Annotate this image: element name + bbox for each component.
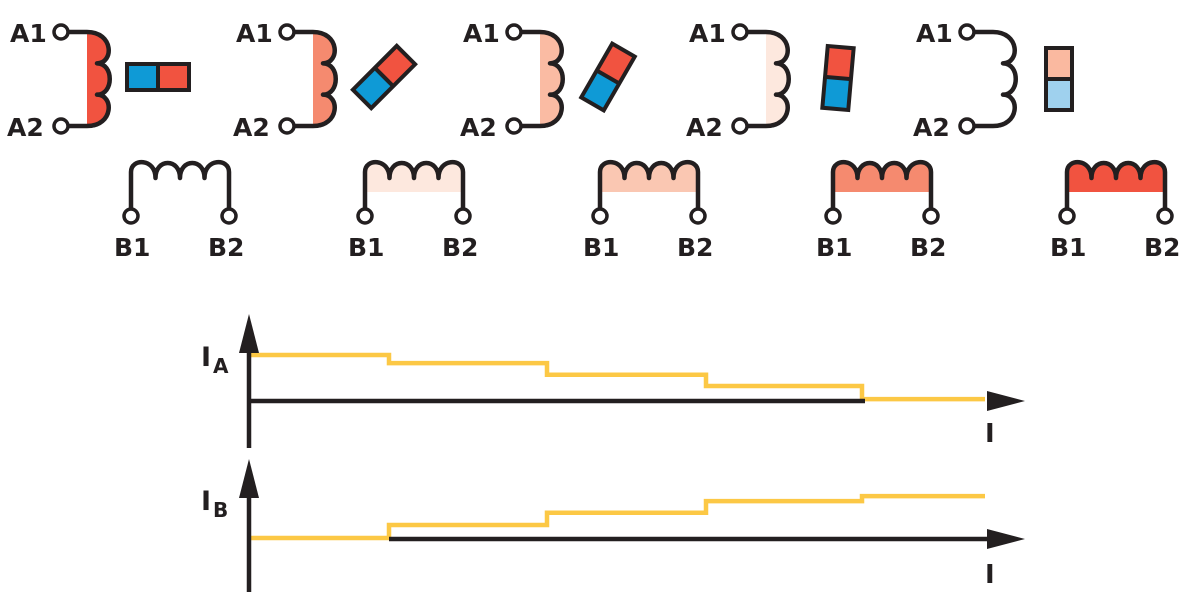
rotor-divider: [373, 66, 395, 88]
terminal-a1: [958, 23, 976, 41]
coil-a-current-fill: [87, 32, 110, 126]
ia-current-trace: [249, 352, 985, 402]
label-b1: B1: [348, 233, 384, 262]
rotor-magnet: [578, 40, 638, 114]
coil-b-current-fill: [1067, 162, 1165, 192]
terminal-b1: [591, 207, 609, 225]
coil-b-winding: [830, 160, 934, 215]
terminal-b2: [220, 207, 238, 225]
terminal-a2: [731, 117, 749, 135]
label-b2: B2: [910, 233, 946, 262]
ib-current-trace: [249, 493, 985, 541]
label-b2: B2: [1144, 233, 1180, 262]
ia-chart: I A I: [201, 314, 1025, 449]
label-a2: A2: [233, 113, 270, 142]
terminal-b2: [922, 207, 940, 225]
coil-a-winding: [970, 29, 1018, 129]
ib-x-axis-label: I: [985, 560, 995, 590]
terminal-a2: [278, 117, 296, 135]
ib-chart: I B I: [201, 459, 1025, 592]
coil-a-current-fill: [313, 32, 336, 126]
terminal-a2: [505, 117, 523, 135]
coil-a-winding: [517, 29, 565, 129]
label-a1: A1: [916, 19, 953, 48]
terminal-a1: [505, 23, 523, 41]
terminal-b1: [356, 207, 374, 225]
label-a2: A2: [7, 113, 44, 142]
ib-axis-label: I: [201, 486, 211, 517]
label-b2: B2: [208, 233, 244, 262]
coil-a-current-fill: [766, 32, 789, 126]
coil-a-winding: [743, 29, 791, 129]
rotor-magnet: [350, 43, 418, 111]
label-a1: A1: [236, 19, 273, 48]
rotor-magnet: [1044, 46, 1074, 112]
terminal-a2: [958, 117, 976, 135]
rotor-outline: [820, 43, 856, 113]
terminal-b2: [689, 207, 707, 225]
ia-x-axis-label: I: [985, 419, 995, 449]
label-b1: B1: [583, 233, 619, 262]
label-a2: A2: [686, 113, 723, 142]
ia-axis-label-subscript: A: [213, 354, 229, 378]
ia-x-axis-arrowhead: [987, 391, 1025, 411]
rotor-south-pole: [127, 64, 158, 90]
terminal-a1: [52, 23, 70, 41]
coil-b-winding: [1064, 160, 1168, 215]
coil-b-winding: [597, 160, 701, 215]
rotor-south-pole: [822, 76, 851, 111]
label-b1: B1: [114, 233, 150, 262]
ib-y-axis-arrowhead: [239, 459, 259, 498]
rotor-divider: [824, 74, 852, 82]
terminal-b2: [454, 207, 472, 225]
label-b2: B2: [677, 233, 713, 262]
coil-b-current-fill: [833, 162, 931, 192]
terminal-b1: [824, 207, 842, 225]
label-a1: A1: [689, 19, 726, 48]
coil-b-current-fill: [600, 162, 698, 192]
label-b2: B2: [442, 233, 478, 262]
rotor-divider: [595, 68, 621, 86]
label-a2: A2: [460, 113, 497, 142]
ia-y-axis-arrowhead: [239, 314, 259, 353]
rotor-north-pole: [158, 64, 189, 90]
label-a2: A2: [913, 113, 950, 142]
rotor-north-pole: [825, 45, 854, 80]
coil-a-current-fill: [540, 32, 563, 126]
terminal-a1: [731, 23, 749, 41]
rotor-south-pole: [1046, 79, 1072, 110]
coil-b-winding: [362, 160, 466, 215]
rotor-north-pole: [1046, 48, 1072, 79]
terminal-a2: [52, 117, 70, 135]
terminal-b1: [122, 207, 140, 225]
rotor-south-pole: [581, 70, 620, 111]
label-a1: A1: [10, 19, 47, 48]
label-b1: B1: [1050, 233, 1086, 262]
terminal-b1: [1058, 207, 1076, 225]
coil-a-winding: [290, 29, 338, 129]
label-b1: B1: [816, 233, 852, 262]
coil-a-winding: [64, 29, 112, 129]
rotor-magnet: [820, 43, 856, 113]
ib-x-axis-arrowhead: [987, 529, 1025, 549]
terminal-b2: [1156, 207, 1174, 225]
rotor-north-pole: [596, 43, 635, 84]
coil-b-current-fill: [365, 162, 463, 192]
ia-axis-label: I: [201, 342, 211, 373]
coil-b-winding: [128, 160, 232, 215]
ib-axis-label-subscript: B: [213, 498, 228, 522]
label-a1: A1: [463, 19, 500, 48]
rotor-magnet: [125, 62, 191, 92]
terminal-a1: [278, 23, 296, 41]
